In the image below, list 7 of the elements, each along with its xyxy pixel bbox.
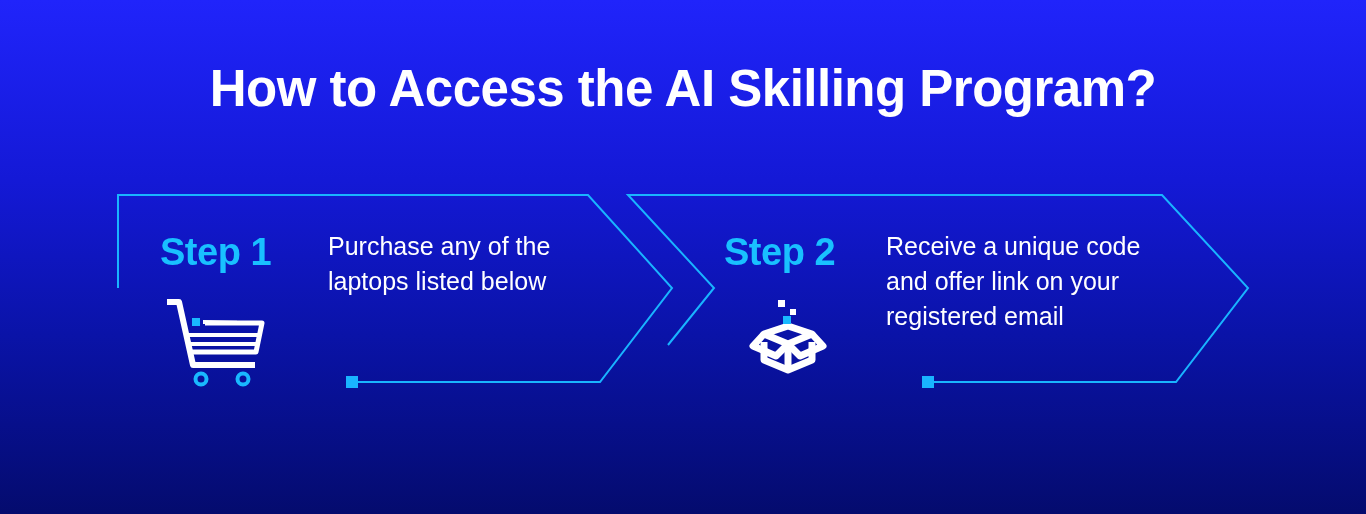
step-description: Receive a unique code and offer link on your registered email <box>886 231 1142 332</box>
step-label: Step 2 <box>724 230 836 274</box>
step-label: Step 1 <box>160 230 272 274</box>
step-chevron <box>626 193 1252 390</box>
title: How to Access the AI Skilling Program? <box>209 60 1157 118</box>
step-chevron <box>116 193 676 390</box>
step-description: Purchase any of the laptops listed below <box>328 231 552 297</box>
